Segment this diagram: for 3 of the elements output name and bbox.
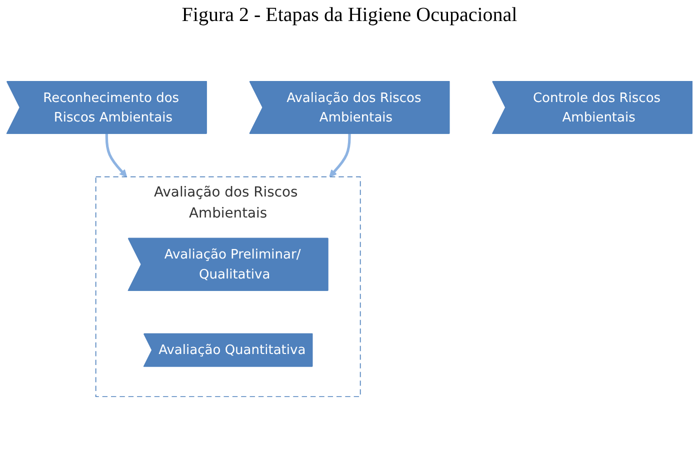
arrow — [105, 133, 128, 178]
arrow — [329, 133, 351, 178]
figure-title: Figura 2 - Etapas da Higiene Ocupacional — [180, 4, 518, 27]
